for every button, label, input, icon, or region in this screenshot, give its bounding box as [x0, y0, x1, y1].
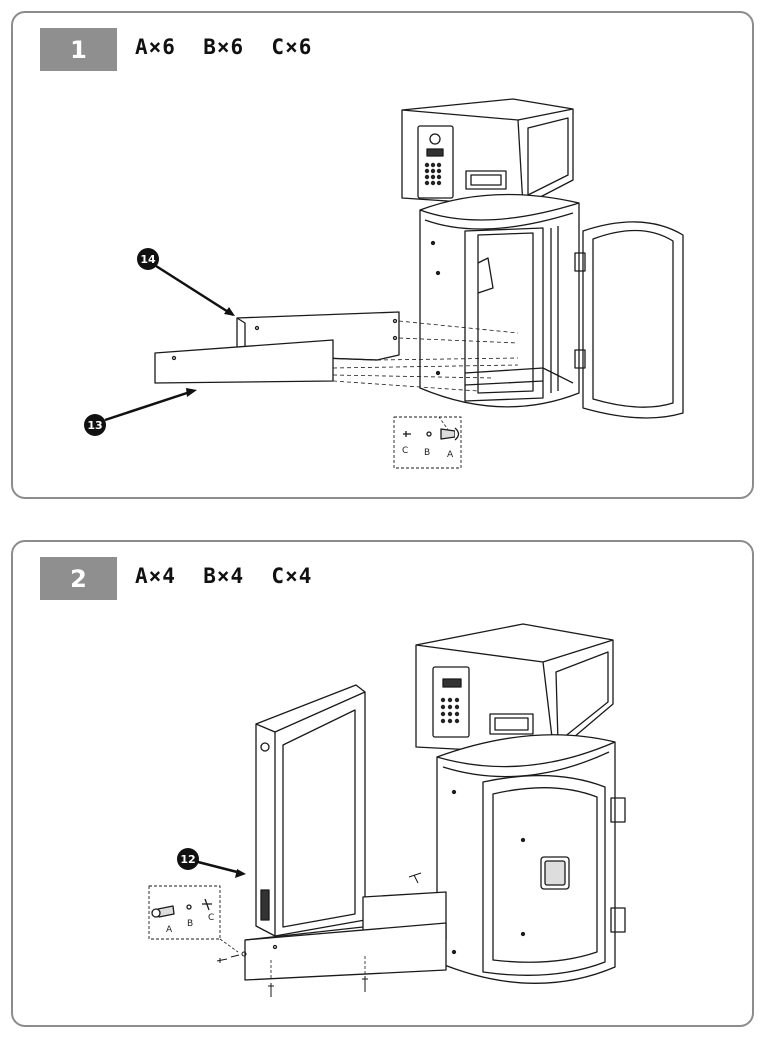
- hardware-detail-box: [393, 416, 462, 469]
- step-2-panel: 2 A×4 B×4 C×4: [11, 540, 754, 1027]
- base-board: [244, 891, 447, 981]
- control-head-unit: [401, 98, 574, 207]
- loose-screws: [216, 872, 422, 997]
- step-1-assembly-drawing: 14 13 C B A: [84, 98, 684, 469]
- callout-12-label: 12: [180, 853, 195, 866]
- cylinder-body: [419, 193, 580, 408]
- callout-13-label: 13: [87, 419, 102, 432]
- open-door: [574, 221, 684, 419]
- callout-14-label: 14: [140, 253, 156, 266]
- step-2-assembly-drawing: 12 A B C: [148, 623, 626, 997]
- step-number-badge: 1: [40, 28, 117, 71]
- cylinder-body: [436, 734, 626, 984]
- hardware-letter-a: A: [166, 925, 173, 935]
- hardware-letter-c: C: [208, 913, 214, 923]
- callout-12: 12: [177, 848, 246, 878]
- hardware-letter-a: A: [447, 450, 454, 460]
- hardware-quantity-label: A×6 B×6 C×6: [135, 35, 313, 59]
- step-number-badge: 2: [40, 557, 117, 600]
- hardware-letter-c: C: [402, 446, 408, 456]
- hardware-quantity-label: A×4 B×4 C×4: [135, 564, 313, 588]
- step-1-panel: 1 A×6 B×6 C×6: [11, 11, 754, 499]
- callout-14: 14: [137, 248, 235, 317]
- hardware-letter-b: B: [187, 919, 193, 929]
- part-13-board: [154, 339, 334, 384]
- hardware-detail-box: [148, 885, 239, 953]
- hardware-letter-b: B: [424, 448, 430, 458]
- control-head-unit: [415, 623, 614, 755]
- alignment-lines: [270, 956, 366, 980]
- part-12-side-panel: [255, 684, 366, 937]
- alignment-lines: [332, 320, 519, 392]
- callout-13: 13: [84, 388, 197, 436]
